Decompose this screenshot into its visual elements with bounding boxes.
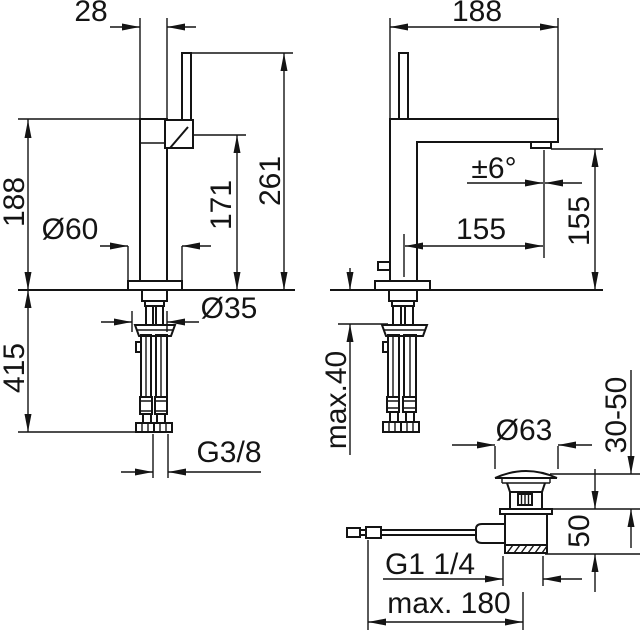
arrowheads xyxy=(485,575,561,583)
dim-label: G1 1/4 xyxy=(385,548,475,581)
dim-label: max.40 xyxy=(320,351,353,449)
hose-nut xyxy=(135,422,155,433)
dim-label: Ø60 xyxy=(42,213,99,246)
hose-nut xyxy=(153,422,173,433)
arrowheads xyxy=(390,23,558,31)
dim-plug-diameter: Ø63 xyxy=(452,414,592,469)
dim-height-171: 171 xyxy=(193,134,246,290)
thread-hatching xyxy=(506,544,548,554)
dim-label: 28 xyxy=(74,0,107,28)
arrowheads xyxy=(110,242,200,250)
waste-view: Ø63 30-50 50 G1 1/4 max. 180 xyxy=(346,370,640,630)
side-opening xyxy=(517,493,533,506)
dim-spout-reach: 155 xyxy=(403,213,543,277)
dim-label: 50 xyxy=(563,514,596,547)
dim-label: 155 xyxy=(456,213,506,246)
mounting-nut xyxy=(380,324,429,337)
arrowheads xyxy=(24,120,32,290)
dim-height-188: 188 xyxy=(0,118,140,290)
dim-label: 415 xyxy=(0,343,31,393)
arrowheads xyxy=(525,179,563,187)
body-and-spout-outline xyxy=(389,118,559,283)
base-plate xyxy=(127,280,183,291)
hose-tab xyxy=(382,341,389,353)
arrowheads xyxy=(122,23,185,31)
dim-body-height-50: 50 xyxy=(545,469,640,592)
hose-nut xyxy=(400,421,420,433)
ball-joint-housing xyxy=(475,523,505,544)
dim-label: 188 xyxy=(452,0,502,28)
dim-aerator-angle: ±6° xyxy=(467,150,582,258)
dim-shank-diameter: Ø35 xyxy=(101,292,257,332)
hose-nut xyxy=(382,421,402,433)
arrowheads xyxy=(591,491,599,572)
dim-drain-thread: G1 1/4 xyxy=(383,548,582,586)
dim-label: 155 xyxy=(563,196,596,246)
threaded-shank xyxy=(388,289,418,326)
cartridge-head xyxy=(164,119,194,149)
arrowheads xyxy=(346,272,354,342)
dim-max-deck-thickness: max.40 xyxy=(320,268,388,455)
lever-handle xyxy=(181,52,192,121)
hose-tab xyxy=(135,341,142,353)
supply-hoses xyxy=(382,334,420,433)
dim-label: 30-50 xyxy=(600,377,633,454)
supply-hoses xyxy=(135,334,173,433)
dim-label: 261 xyxy=(254,156,287,206)
dim-label: Ø35 xyxy=(201,292,258,325)
arrowheads xyxy=(114,318,185,326)
dim-label: 188 xyxy=(0,177,31,227)
tailpiece-thread xyxy=(504,544,548,554)
lever-handle xyxy=(398,52,409,120)
dim-label: G3/8 xyxy=(196,436,261,469)
body-tab xyxy=(377,261,391,271)
front-view: 28 188 415 Ø60 171 261 xyxy=(0,0,295,478)
rod-clamp xyxy=(365,526,382,539)
dim-body-width: 28 xyxy=(74,0,196,119)
dim-overall-height-261: 261 xyxy=(191,52,293,290)
arrowheads xyxy=(233,135,241,290)
arrowheads xyxy=(627,456,635,527)
dim-depth-188: 188 xyxy=(389,0,559,119)
dim-label: max. 180 xyxy=(387,587,510,620)
arrowheads xyxy=(368,618,523,626)
aerator xyxy=(530,141,552,149)
dim-hose-length-415: 415 xyxy=(0,290,140,433)
dim-base-diameter: Ø60 xyxy=(42,213,211,281)
side-view: 188 ±6° 155 155 max.40 xyxy=(320,0,603,455)
arrowheads xyxy=(135,468,186,476)
dim-label: ±6° xyxy=(471,152,516,185)
dim-supply-thread: G3/8 xyxy=(121,434,262,478)
dim-clamping-range: 30-50 xyxy=(550,370,640,548)
actuating-rod xyxy=(346,526,476,539)
dim-outlet-height: 155 xyxy=(551,148,603,290)
plug-cap xyxy=(494,470,558,493)
dim-label: Ø63 xyxy=(496,414,553,447)
dim-label: 171 xyxy=(205,180,238,230)
head-diagonal-edge xyxy=(169,126,189,149)
base-plate xyxy=(374,280,431,291)
neck xyxy=(506,482,546,493)
waste-lower-body xyxy=(504,513,548,546)
rod-end xyxy=(346,527,361,538)
dim-rod-length: max. 180 xyxy=(367,540,524,630)
threaded-shank xyxy=(141,289,168,326)
